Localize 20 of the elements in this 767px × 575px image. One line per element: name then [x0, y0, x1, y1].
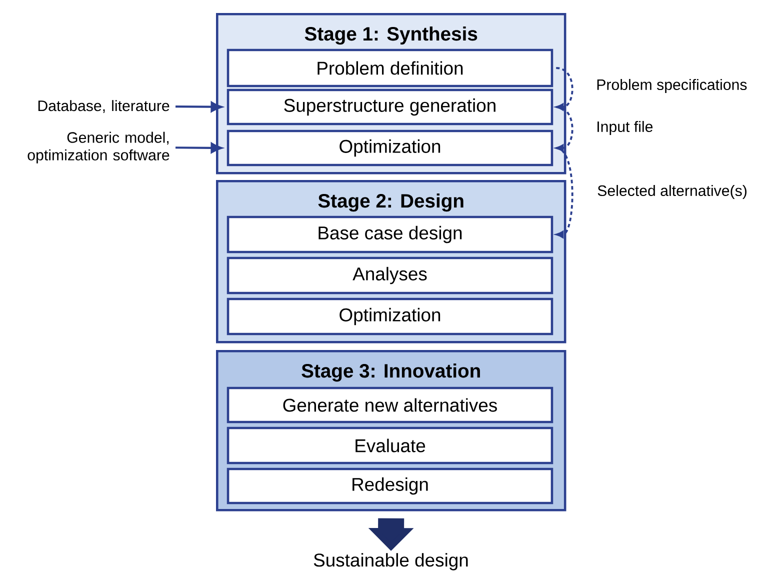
step-box: Analyses [226, 256, 554, 294]
step-box: Problem definition [226, 48, 554, 88]
step-box: Superstructure generation [226, 88, 554, 126]
dashed-arrow [556, 147, 574, 238]
edge-label: Input file [594, 119, 655, 137]
edge-label: Selected alternative(s) [595, 183, 750, 201]
dashed-arrow [556, 106, 574, 152]
arrow [176, 142, 222, 154]
step-box: Optimization [226, 130, 554, 166]
dashed-arrow [556, 67, 574, 111]
step-box: Redesign [226, 468, 554, 504]
step-box: Evaluate [226, 426, 554, 464]
step-box: Generate new alternatives [226, 386, 554, 424]
output-label: Sustainable design [314, 553, 468, 570]
step-box: Base case design [226, 216, 554, 254]
step-box: Optimization [226, 298, 554, 336]
arrow [176, 102, 222, 112]
input-label: Database, literature [38, 100, 170, 113]
input-label: Generic model, optimization software [28, 132, 170, 164]
edge-label: Problem specifications [594, 77, 750, 95]
